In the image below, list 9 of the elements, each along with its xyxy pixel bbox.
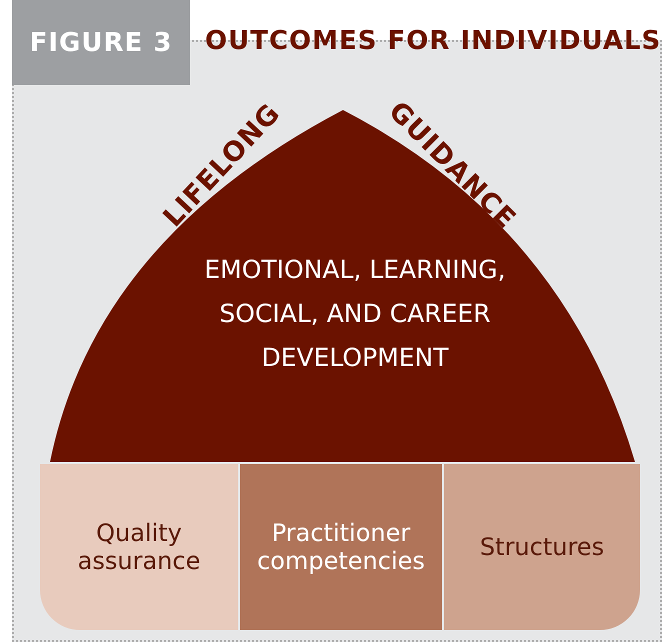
component-label: Structures [480,533,604,561]
figure-number: FIGURE 3 [12,0,190,85]
component-panel [444,464,640,630]
component-panel [40,464,238,630]
figure-title: OUTCOMES FOR INDIVIDUALS [205,26,662,56]
component-label: Practitioner competencies [256,519,426,575]
component-label: Quality assurance [76,519,202,575]
arch-text: EMOTIONAL, LEARNING, SOCIAL, AND CAREER DEVELOPMENT [203,254,507,374]
component-panel [240,464,442,630]
